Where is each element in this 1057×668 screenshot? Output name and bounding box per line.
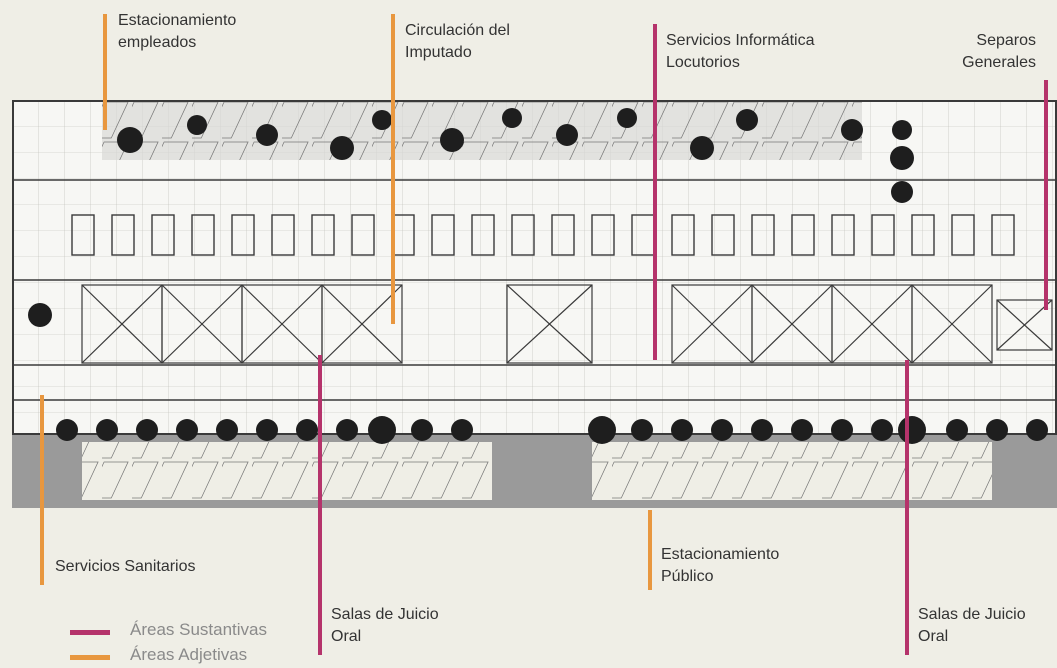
legend-adjetivas: Áreas Adjetivas (70, 645, 248, 665)
leader-estacionamiento-empleados (103, 14, 107, 130)
label-estacionamiento-publico: Estacionamiento Público (661, 546, 780, 585)
label-estacionamiento-empleados: Estacionamiento empleados (118, 12, 237, 51)
leader-estacionamiento-publico (648, 510, 652, 590)
leader-salas-juicio-left (318, 355, 322, 655)
leader-circulacion-imputado (391, 14, 395, 324)
label-circulacion-imputado: Circulación del Imputado (405, 22, 510, 61)
leader-servicios-informatica (653, 24, 657, 360)
floor-plan (12, 100, 1057, 508)
legend-label-sustantivas: Áreas Sustantivas (130, 620, 268, 639)
label-servicios-sanitarios: Servicios Sanitarios (55, 558, 196, 575)
leader-servicios-sanitarios (40, 395, 44, 585)
leader-separos-generales (1044, 80, 1048, 310)
legend-label-adjetivas: Áreas Adjetivas (130, 645, 248, 664)
label-separos-generales: Separos Generales (962, 32, 1036, 71)
legend-sustantivas: Áreas Sustantivas (70, 620, 268, 640)
legend-swatch-sustantivas (70, 630, 110, 635)
leader-salas-juicio-right (905, 360, 909, 655)
legend-swatch-adjetivas (70, 655, 110, 660)
label-servicios-informatica: Servicios Informática Locutorios (666, 32, 815, 71)
label-salas-juicio-left: Salas de Juicio Oral (331, 606, 439, 645)
label-salas-juicio-right: Salas de Juicio Oral (918, 606, 1026, 645)
